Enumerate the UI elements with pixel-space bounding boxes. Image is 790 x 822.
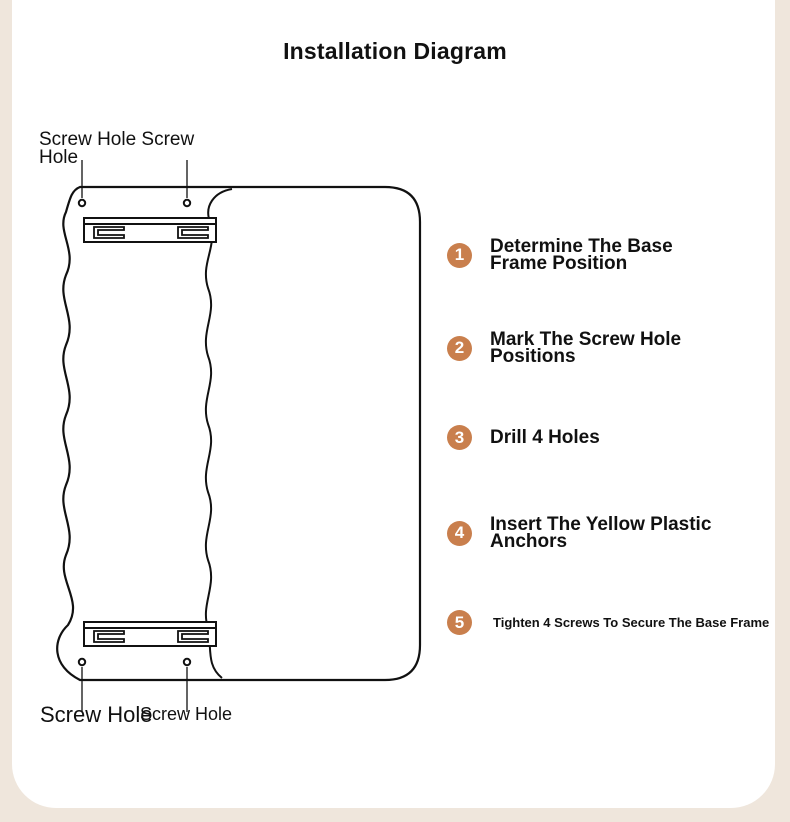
step-number-badge: 3 bbox=[447, 425, 472, 450]
step-4: 4 Insert The Yellow Plastic Anchors bbox=[447, 514, 730, 552]
top-bracket bbox=[83, 217, 217, 243]
step-3: 3 Drill 4 Holes bbox=[447, 425, 710, 450]
step-number-badge: 1 bbox=[447, 242, 472, 268]
frame-outline bbox=[56, 185, 422, 682]
screw-hole-bottom-left bbox=[77, 657, 87, 667]
step-text: Determine The Base Frame Position bbox=[490, 236, 673, 274]
step-number-badge: 2 bbox=[447, 335, 472, 361]
label-bottom-left-screw-hole: Screw Hole bbox=[40, 702, 153, 727]
step-number-badge: 5 bbox=[447, 610, 472, 635]
step-text: Tighten 4 Screws To Secure The Base Fram… bbox=[493, 615, 770, 630]
inner-panel bbox=[204, 188, 233, 679]
screw-hole-bottom-right bbox=[182, 657, 192, 667]
bottom-bracket bbox=[83, 621, 217, 647]
screw-hole-top-right bbox=[182, 198, 192, 208]
step-text: Mark The Screw Hole Positions bbox=[490, 329, 682, 367]
step-1: 1 Determine The Base Frame Position bbox=[447, 236, 690, 274]
label-top-screw-holes: Screw Hole Screw Hole bbox=[39, 129, 195, 168]
step-number-badge: 4 bbox=[447, 520, 472, 546]
step-text: Drill 4 Holes bbox=[490, 427, 600, 448]
page-title: Installation Diagram bbox=[283, 38, 507, 64]
label-bottom-right-screw-hole: Screw Hole bbox=[140, 704, 233, 724]
screw-hole-top-left bbox=[77, 198, 87, 208]
step-2: 2 Mark The Screw Hole Positions bbox=[447, 329, 690, 367]
step-5: 5 Tighten 4 Screws To Secure The Base Fr… bbox=[447, 610, 783, 635]
step-text: Insert The Yellow Plastic Anchors bbox=[490, 514, 712, 552]
